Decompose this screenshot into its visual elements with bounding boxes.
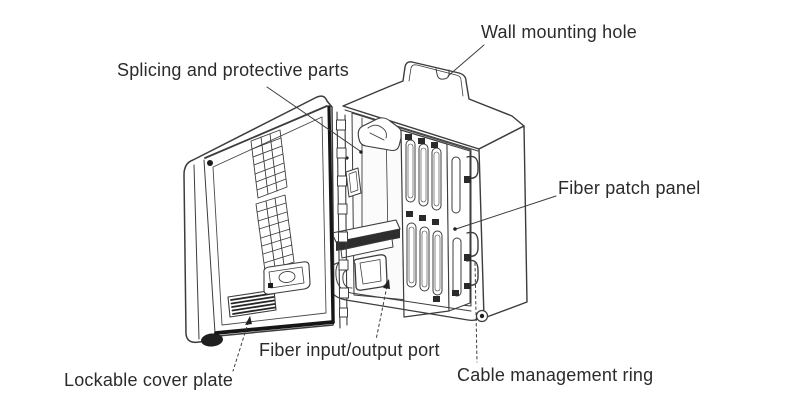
leader-fiber-patch-panel [455, 195, 557, 230]
splice-holder-drawing [357, 117, 403, 152]
label-lockable-cover-plate: Lockable cover plate [64, 370, 234, 390]
cover-plate-drawing [183, 95, 335, 347]
cable-rings-drawing [464, 155, 479, 289]
cover-grid-upper [250, 129, 288, 199]
cover-grid-lower [255, 194, 295, 272]
label-fiber-input-output-port: Fiber input/output port [259, 340, 440, 360]
wall-mounting-hole-notch [435, 68, 450, 80]
leader-wall-mounting-hole [447, 44, 485, 77]
cover-lock [263, 261, 311, 295]
leader-splicing-parts [266, 86, 361, 152]
label-splicing-protective-parts: Splicing and protective parts [117, 60, 349, 80]
leader-lines [232, 44, 557, 372]
label-fiber-patch-panel: Fiber patch panel [558, 178, 701, 198]
hinge-strip-drawing [336, 111, 349, 329]
leader-fiber-io-port [375, 280, 389, 341]
label-wall-mounting-hole: Wall mounting hole [481, 22, 638, 42]
box-body-drawing [327, 61, 528, 323]
cover-label-plate [227, 289, 277, 318]
fiber-io-port-drawing [342, 254, 388, 291]
mounting-tab-drawing [342, 61, 525, 150]
label-cable-management-ring: Cable management ring [457, 365, 654, 385]
leader-lockable-cover [232, 316, 251, 372]
splice-tray-shelf-drawing [331, 219, 401, 259]
leader-cable-ring [474, 262, 478, 363]
box-right-face [478, 125, 528, 319]
patch-panel-drawing [400, 129, 471, 318]
